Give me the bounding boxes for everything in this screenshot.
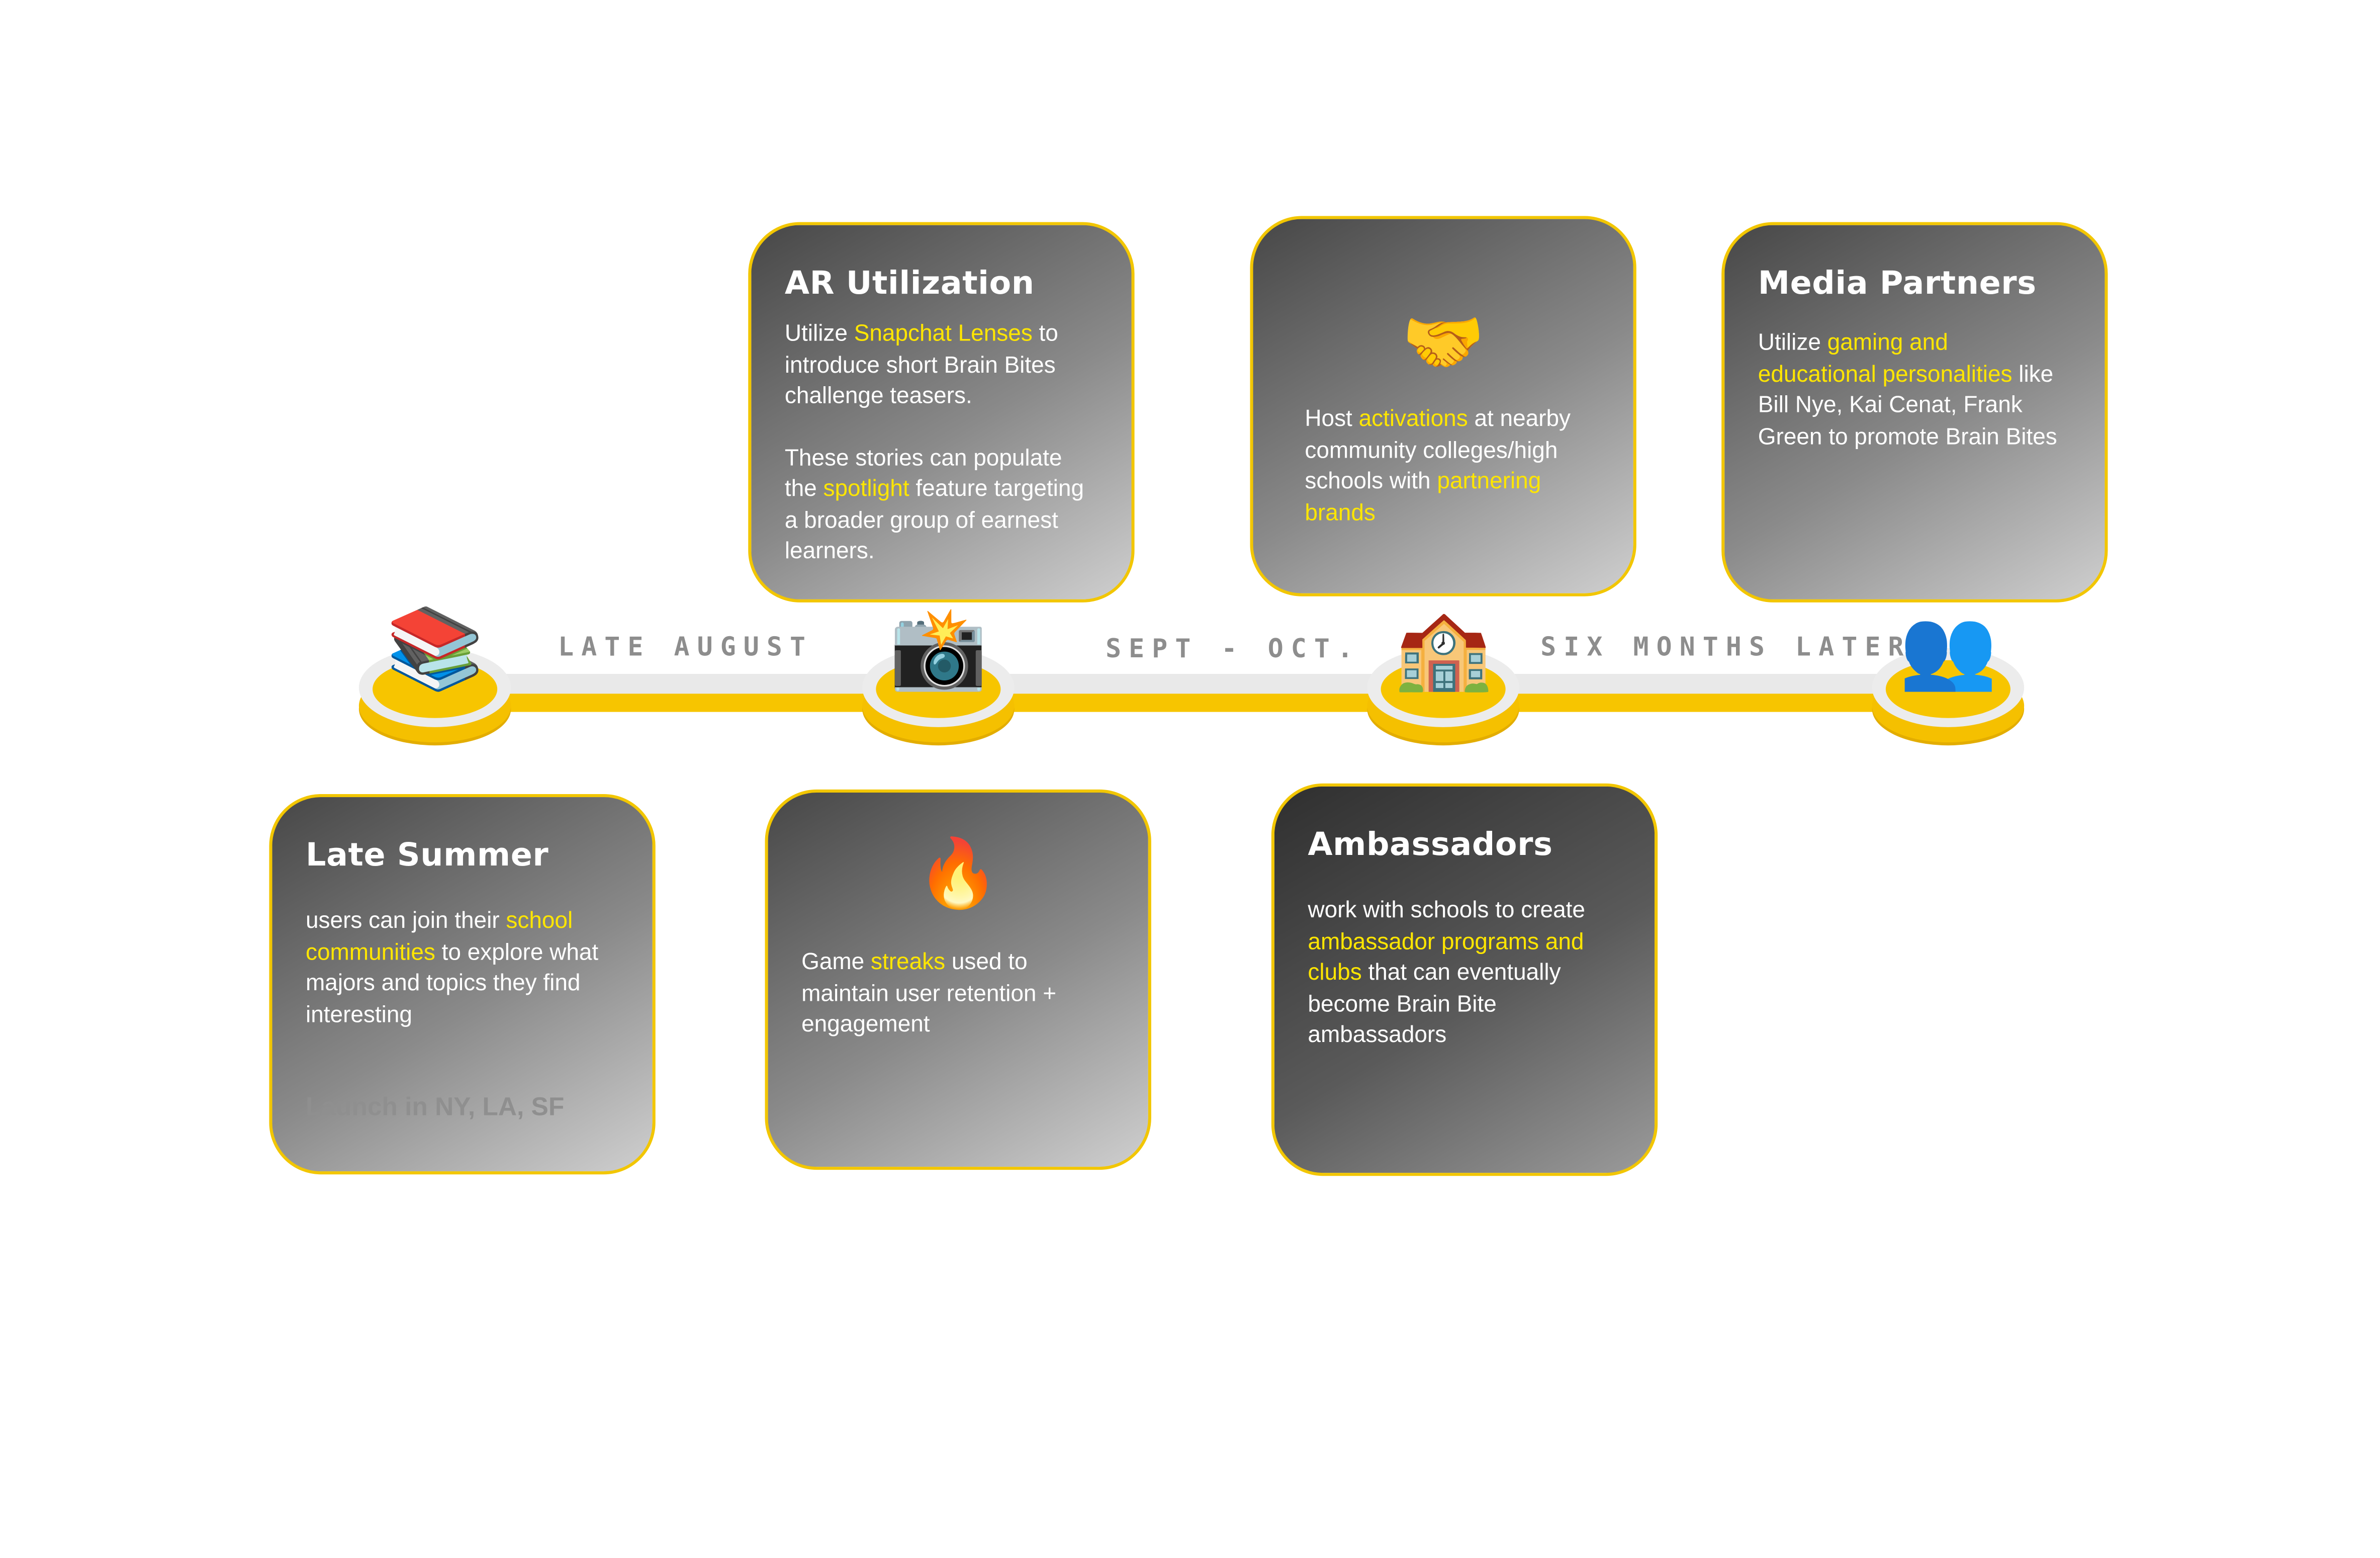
people-icon: 👥 bbox=[1898, 603, 1997, 696]
handshake-icon: 🤝 bbox=[1401, 306, 1485, 381]
card-text: These stories can populate the spotlight… bbox=[784, 445, 1084, 565]
era-label-six-months: SIX MONTHS LATER bbox=[1540, 633, 1911, 663]
card-media-partners: Media Partners Utilize gaming and educat… bbox=[1721, 222, 2108, 602]
card-title: Late Summer bbox=[306, 836, 549, 874]
camera-flash-icon: 📸 bbox=[889, 603, 988, 696]
card-late-summer: Late Summer users can join their school … bbox=[269, 794, 656, 1175]
card-ambassadors: Ambassadors work with schools to create … bbox=[1271, 783, 1658, 1176]
school-icon: 🏫 bbox=[1394, 603, 1493, 696]
timeline-node-4: 👥 bbox=[1872, 604, 2025, 746]
fire-icon: 🔥 bbox=[916, 836, 1000, 911]
launch-note: Launch in NY, LA, SF bbox=[306, 1092, 565, 1121]
card-streaks: 🔥 Game streaks used to maintain user ret… bbox=[765, 789, 1151, 1170]
card-text: work with schools to create ambassador p… bbox=[1308, 897, 1585, 1049]
card-text: Game streaks used to maintain user reten… bbox=[801, 949, 1057, 1037]
card-title: Ambassadors bbox=[1308, 826, 1553, 863]
timeline-node-1: 📚 bbox=[358, 604, 511, 746]
card-title: Media Partners bbox=[1758, 265, 2037, 301]
card-text: Utilize Snapchat Lenses to introduce sho… bbox=[784, 321, 1058, 409]
books-icon: 📚 bbox=[386, 603, 485, 696]
card-title: AR Utilization bbox=[784, 265, 1035, 301]
card-ar-utilization: AR Utilization Utilize Snapchat Lenses t… bbox=[748, 222, 1135, 602]
card-text: Host activations at nearby community col… bbox=[1305, 406, 1571, 526]
timeline-node-2: 📸 bbox=[862, 604, 1015, 746]
card-activations: 🤝 Host activations at nearby community c… bbox=[1250, 216, 1636, 596]
timeline-track-accent bbox=[433, 694, 1954, 712]
era-label-late-august: LATE AUGUST bbox=[558, 633, 813, 663]
card-text: Utilize gaming and educational personali… bbox=[1758, 330, 2057, 450]
card-text: users can join their school communities … bbox=[306, 908, 599, 1028]
timeline-node-3: 🏫 bbox=[1367, 604, 1519, 746]
era-label-sept-oct: SEPT - OCT. bbox=[1106, 634, 1361, 665]
